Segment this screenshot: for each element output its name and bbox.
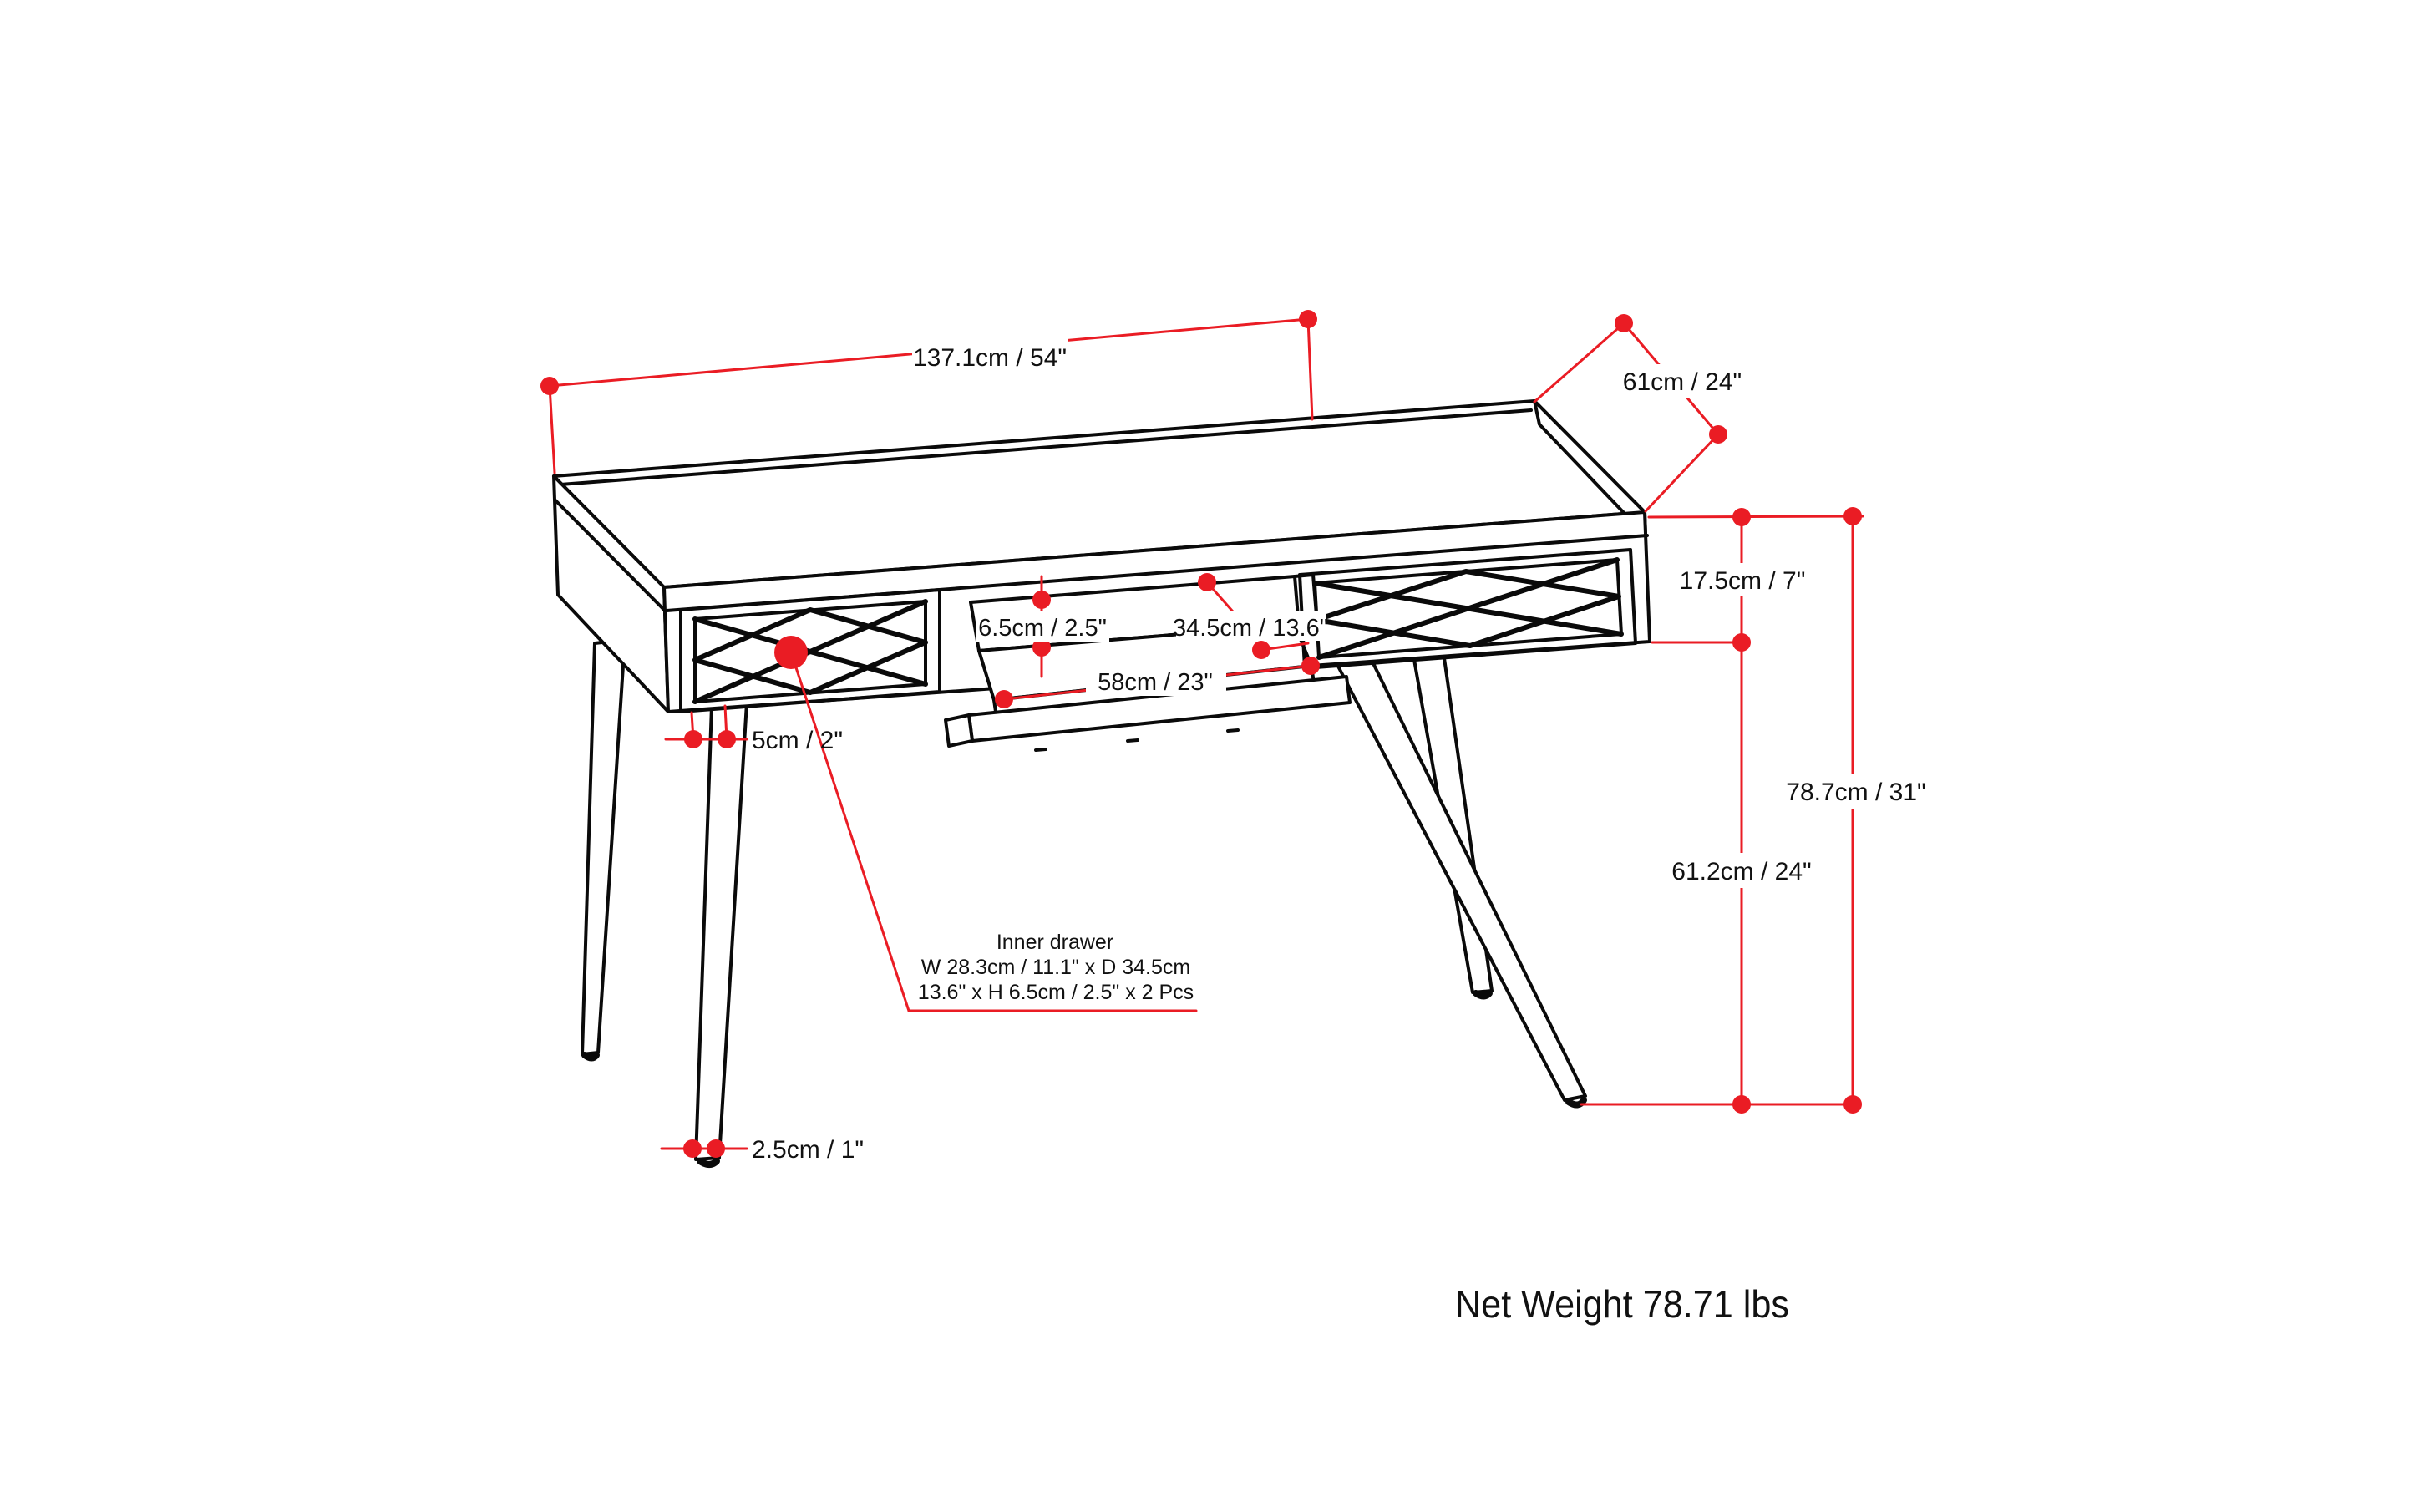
back-left-leg — [581, 638, 626, 1056]
dim-leg-height-label: 61.2cm / 24" — [1671, 858, 1811, 885]
compartment-left-jamb — [969, 601, 981, 652]
back-left-foot — [581, 1052, 600, 1062]
back-right-foot — [1473, 990, 1493, 1000]
dimension-annotations — [540, 310, 1945, 1158]
dim-width-label: 137.1cm / 54" — [913, 344, 1067, 372]
tray-rail-mark-1 — [1034, 748, 1047, 752]
left-cubby-frame — [679, 588, 941, 713]
dim-leg-gap — [664, 704, 748, 748]
desk-front-panel — [662, 510, 1651, 713]
tray-rail-mark-3 — [1226, 728, 1240, 733]
net-weight-label: Net Weight 78.71 lbs — [1455, 1282, 1789, 1326]
dim-depth — [1533, 314, 1764, 513]
right-cubby-x-lattice — [1312, 557, 1624, 660]
dim-tray-opening — [976, 575, 1109, 678]
inner-drawer-title: Inner drawer — [997, 931, 1113, 954]
dim-tray-depth-label: 34.5cm / 13.6" — [1173, 615, 1328, 642]
desk-legs — [581, 638, 1587, 1168]
dim-width — [540, 310, 1317, 474]
dim-depth-label: 61cm / 24" — [1623, 368, 1742, 396]
dim-tray-depth — [1176, 573, 1326, 659]
dim-tray-width-label: 58cm / 23" — [1098, 669, 1213, 696]
dim-overall-height-label: 78.7cm / 31" — [1786, 779, 1925, 806]
dim-tray-opening-label: 6.5cm / 2.5" — [978, 615, 1107, 642]
dimension-labels: 137.1cm / 54" 61cm / 24" 17.5cm / 7" 78.… — [752, 344, 1926, 1326]
dim-foot-label: 2.5cm / 1" — [752, 1136, 864, 1164]
inner-drawer-callout: Inner drawer W 28.3cm / 11.1" x D 34.5cm… — [918, 931, 1194, 1004]
inner-drawer-leader — [774, 636, 1198, 1012]
front-left-leg — [694, 701, 748, 1161]
front-right-foot — [1565, 1097, 1587, 1109]
left-cubby-x-lattice — [692, 599, 928, 704]
left-panel-slab-line — [554, 499, 667, 613]
front-right-leg — [1333, 655, 1587, 1102]
inner-drawer-line3: 13.6" x H 6.5cm / 2.5" x 2 Pcs — [918, 981, 1194, 1004]
dim-apron-height-label: 17.5cm / 7" — [1680, 567, 1806, 595]
compartment-top-edge — [969, 575, 1296, 604]
desk-body — [552, 399, 1651, 752]
left-drawer-cubby — [679, 588, 941, 713]
dim-foot — [660, 1139, 748, 1158]
desktop-back-edge-inner — [559, 408, 1533, 486]
front-left-foot — [697, 1158, 720, 1168]
tray-rail-mark-2 — [1126, 738, 1139, 743]
dim-tray-width — [995, 657, 1320, 708]
dim-leg-gap-label: 5cm / 2" — [752, 727, 843, 754]
dim-overall-height — [1766, 507, 1945, 1114]
tray-rail-end-cap — [944, 713, 974, 748]
inner-drawer-line2: W 28.3cm / 11.1" x D 34.5cm — [921, 956, 1190, 979]
